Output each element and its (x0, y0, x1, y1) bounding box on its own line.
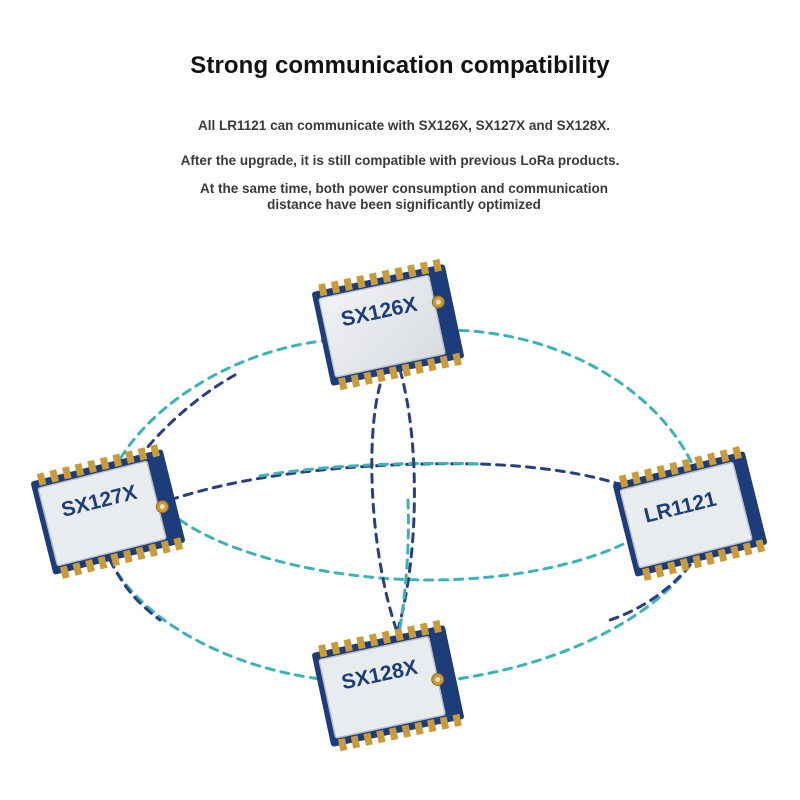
link-left-right-upper-teal (258, 461, 482, 478)
description-line-1: All LR1121 can communicate with SX126X, … (198, 118, 610, 133)
link-top-left (108, 338, 332, 480)
module-sx127x: SX127X (31, 444, 185, 579)
description-line-3: At the same time, both power consumption… (4, 181, 800, 213)
link-left-right-lower (178, 518, 642, 582)
link-left-right-upper (168, 462, 627, 502)
description-line-3a: At the same time, both power consumption… (199, 181, 609, 196)
link-left-bottom-navy (108, 558, 162, 622)
link-right-bottom-navy (608, 563, 692, 622)
link-top-bottom-right-teal (396, 498, 410, 642)
module-sx126x: SX126X (312, 258, 464, 391)
description-line-3b: distance have been significantly optimiz… (267, 197, 541, 212)
link-left-bottom (108, 558, 332, 682)
link-top-bottom-right (393, 368, 416, 642)
module-sx128x: SX128X (312, 619, 464, 752)
link-top-bottom-left (370, 383, 402, 642)
link-right-bottom (448, 563, 692, 682)
link-top-right (443, 328, 697, 472)
description-line-2: After the upgrade, it is still compatibl… (180, 153, 620, 168)
page-title: Strong communication compatibility (190, 52, 610, 79)
module-lr1121: LR1121 (613, 446, 767, 581)
